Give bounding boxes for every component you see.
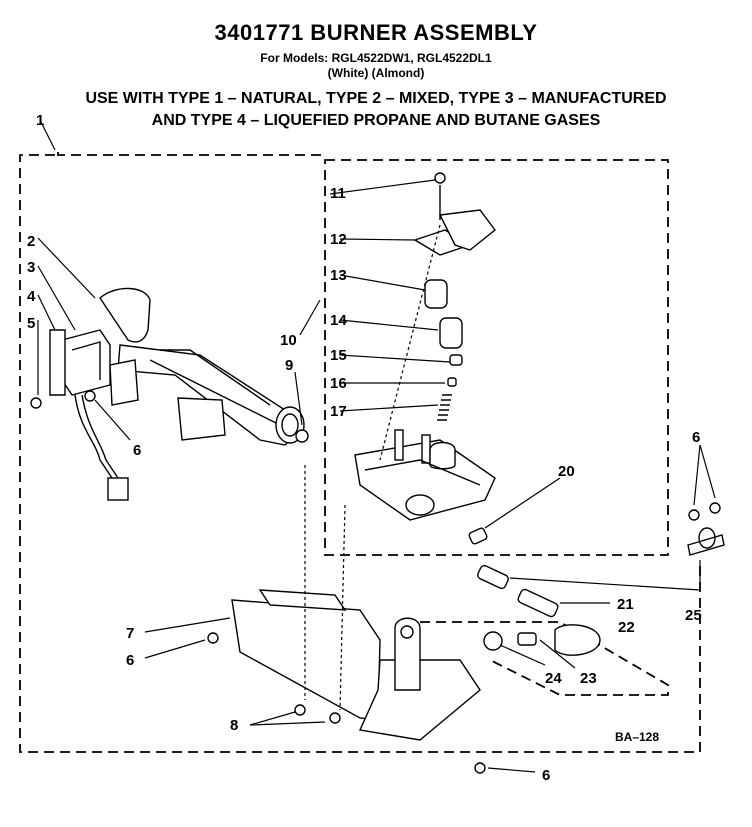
callout-21: 21	[617, 596, 634, 613]
callout-23: 23	[580, 670, 597, 687]
callout-6b: 6	[692, 429, 700, 446]
callout-4: 4	[27, 288, 36, 305]
callout-3: 3	[27, 259, 35, 276]
callout-20: 20	[558, 463, 575, 480]
models-line: For Models: RGL4522DW1, RGL4522DL1	[260, 51, 492, 65]
screws	[30, 390, 721, 774]
callout-8: 8	[230, 717, 238, 734]
igniter	[483, 624, 601, 656]
pipe-nipple	[477, 564, 559, 618]
assembly-frame-top	[57, 152, 325, 156]
callout-5: 5	[27, 315, 35, 332]
usage-line-1: USE WITH TYPE 1 – NATURAL, TYPE 2 – MIXE…	[85, 90, 667, 107]
callout-6c: 6	[126, 652, 134, 669]
usage-line-2: AND TYPE 4 – LIQUEFIED PROPANE AND BUTAN…	[151, 112, 601, 129]
callout-11: 11	[330, 185, 346, 202]
callout-22: 22	[618, 619, 635, 636]
burner-bracket	[177, 397, 226, 441]
callout-12: 12	[330, 231, 347, 248]
igniter-group-frame	[420, 621, 669, 696]
pipe-clamp	[687, 527, 725, 590]
callout-17: 17	[330, 403, 347, 420]
callout-6a: 6	[133, 442, 141, 459]
callout-1: 1	[36, 112, 44, 129]
callout-2: 2	[27, 233, 35, 250]
callout-15: 15	[330, 347, 347, 364]
base-bracket	[231, 465, 481, 741]
callout-16: 16	[330, 375, 347, 392]
gas-valve	[354, 429, 496, 521]
leader-lines	[37, 119, 716, 773]
orifice	[468, 527, 488, 545]
colors-line: (White) (Almond)	[327, 66, 425, 80]
assembly-frame	[19, 154, 701, 753]
burner-tube	[99, 287, 305, 446]
callout-7: 7	[126, 625, 134, 642]
diagram-title: 3401771 BURNER ASSEMBLY	[214, 20, 538, 45]
callout-9: 9	[285, 357, 293, 374]
callout-25: 25	[685, 607, 702, 624]
callout-6d: 6	[542, 767, 550, 784]
diagram-code: BA–128	[615, 730, 659, 744]
callout-14: 14	[330, 312, 347, 329]
valve-coils	[379, 172, 496, 461]
callout-13: 13	[330, 267, 347, 284]
flame-sensor-bracket	[49, 329, 139, 501]
callout-24: 24	[545, 670, 562, 687]
callout-10: 10	[280, 332, 297, 349]
